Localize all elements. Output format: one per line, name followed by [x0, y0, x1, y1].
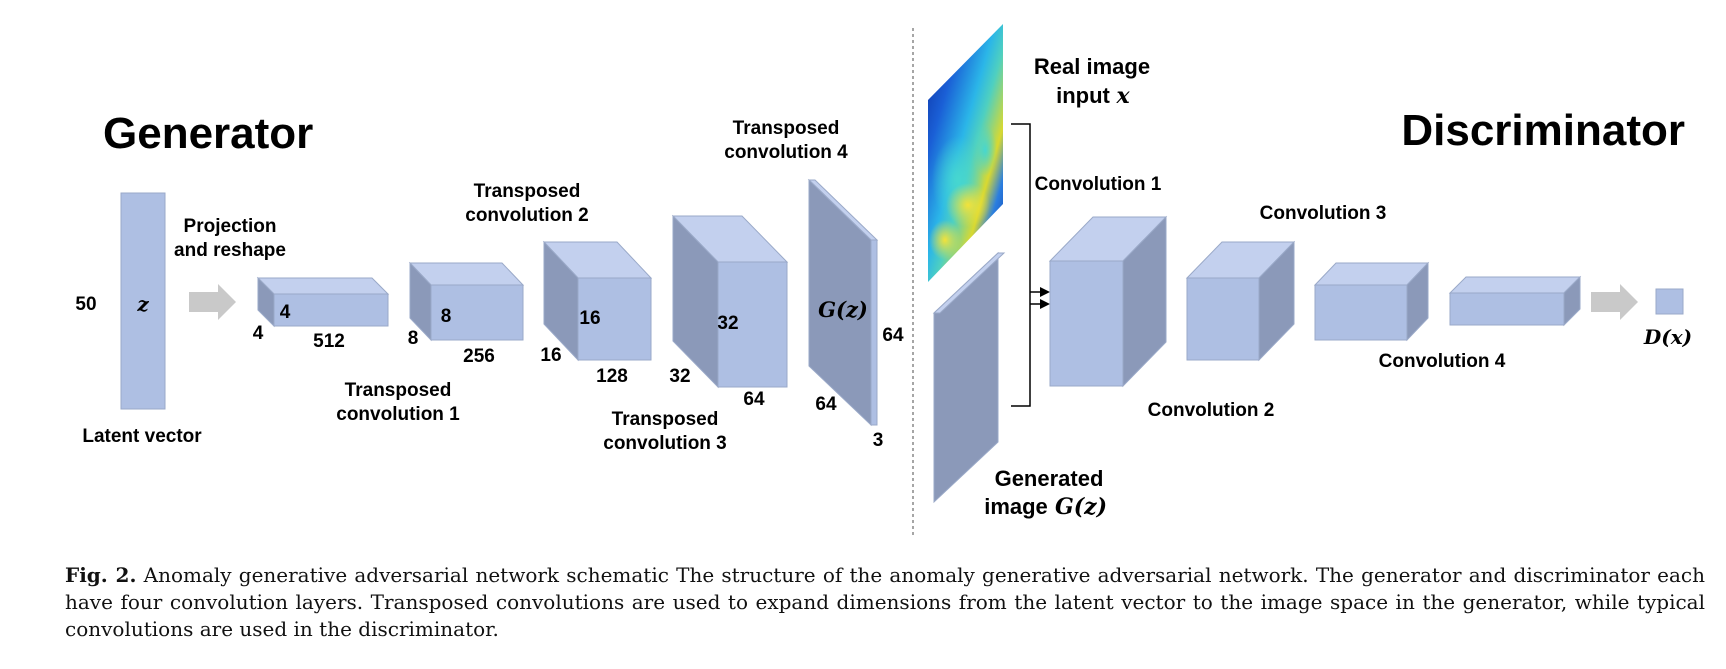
gen-block-1-height: 4 [253, 323, 264, 344]
gen-output-block [807, 178, 879, 427]
gen-block-4-width: 32 [717, 313, 738, 334]
real-image-spectrogram [928, 24, 1003, 282]
gen-block-1-depth: 512 [313, 331, 345, 352]
disc-block-4 [1448, 275, 1582, 327]
real-input-label-line1: Real image [1034, 54, 1150, 79]
gan-schematic-diagram: Generator Discriminator z 50 Latent vect… [75, 24, 1692, 537]
gen-block-3-width: 16 [579, 308, 600, 329]
latent-size-label: 50 [75, 294, 96, 315]
disc-block-1 [1048, 215, 1168, 388]
gen-output-size-side: 64 [882, 325, 904, 346]
disc-output-symbol: D(x) [1643, 325, 1692, 349]
gen-layer-4-label-line1: Transposed [733, 118, 840, 139]
caption-text: Anomaly generative adversarial network s… [65, 563, 1706, 641]
connector-arrow-icon-upper [1040, 287, 1050, 297]
disc-output-box [1655, 288, 1684, 315]
discriminator-title: Discriminator [1401, 106, 1685, 155]
projection-arrow-icon [189, 284, 236, 320]
gen-layer-1-label-line2: convolution 1 [336, 404, 460, 425]
disc-layer-4-label: Convolution 4 [1379, 351, 1506, 372]
latent-vector-label: Latent vector [82, 426, 202, 447]
gen-block-4-depth: 64 [743, 389, 765, 410]
figure-caption: Fig. 2. Anomaly generative adversarial n… [65, 562, 1705, 643]
gen-output-symbol: G(z) [818, 297, 868, 322]
gen-layer-4-label-line2: convolution 4 [724, 142, 848, 163]
gen-block-3 [542, 240, 653, 362]
disc-layer-1-label: Convolution 1 [1035, 174, 1162, 195]
projection-label-line1: Projection [184, 216, 277, 237]
caption-label: Fig. 2. [65, 563, 137, 587]
disc-block-2 [1185, 240, 1296, 362]
output-arrow-icon [1591, 284, 1638, 320]
generated-input-symbol: G(z) [1055, 494, 1107, 520]
real-input-label-line2: input [1056, 83, 1110, 108]
gen-block-1-width: 4 [280, 302, 291, 323]
gen-output-size-bottom: 64 [815, 394, 837, 415]
gen-block-3-height: 16 [540, 345, 561, 366]
disc-layer-3-label: Convolution 3 [1260, 203, 1387, 224]
connector-arrow-icon-lower [1040, 299, 1050, 309]
gen-block-2-depth: 256 [463, 346, 495, 367]
generated-input-label-line1: Generated [995, 466, 1104, 491]
input-connector [1011, 123, 1040, 407]
gen-layer-3-label-line1: Transposed [612, 409, 719, 430]
generator-title: Generator [103, 109, 313, 158]
gen-block-1 [256, 276, 390, 328]
real-input-symbol: x [1115, 83, 1130, 109]
gen-layer-2-label-line2: convolution 2 [465, 205, 589, 226]
gen-block-2 [408, 261, 525, 342]
latent-symbol: z [136, 292, 149, 316]
disc-layer-2-label: Convolution 2 [1148, 400, 1275, 421]
disc-block-3 [1313, 261, 1430, 342]
generated-input-label-line2: image [984, 494, 1048, 519]
gen-block-2-width: 8 [441, 306, 452, 327]
gen-layer-2-label-line1: Transposed [474, 181, 581, 202]
latent-vector-bar [120, 192, 166, 410]
gen-output-channels: 3 [873, 430, 884, 451]
generated-image-slab [932, 251, 1006, 504]
projection-label-line2: and reshape [174, 240, 286, 261]
gen-block-2-height: 8 [408, 328, 419, 349]
gen-layer-1-label-line1: Transposed [345, 380, 452, 401]
gen-block-4 [671, 214, 789, 389]
gen-block-4-height: 32 [669, 366, 690, 387]
gen-layer-3-label-line2: convolution 3 [603, 433, 727, 454]
gen-block-3-depth: 128 [596, 366, 628, 387]
